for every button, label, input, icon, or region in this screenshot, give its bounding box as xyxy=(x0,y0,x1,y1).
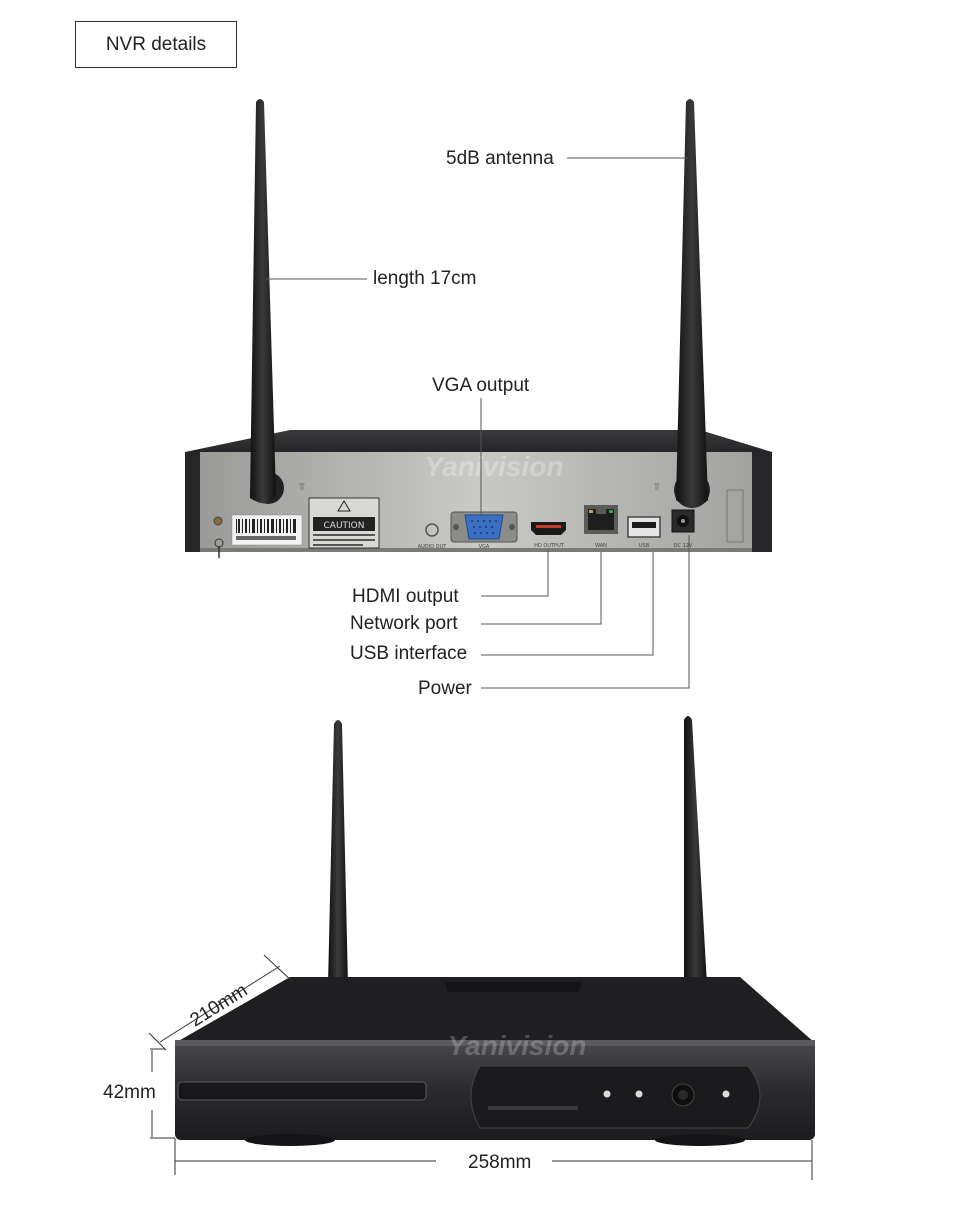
network-callout: Network port xyxy=(350,613,458,634)
nvr-back-view: CAUTION AUDIO OUT VGA HD OUTPUT xyxy=(185,99,772,558)
led-2 xyxy=(635,1090,643,1098)
power-callout: Power xyxy=(418,678,472,699)
nvr-front-view: Yanivision xyxy=(175,716,815,1146)
page-title: NVR details xyxy=(75,21,237,68)
svg-text:⫪: ⫪ xyxy=(653,482,660,493)
watermark: Yanivision xyxy=(424,451,563,482)
caution-label: CAUTION xyxy=(308,497,380,549)
svg-text:WAN: WAN xyxy=(595,543,607,549)
right-antenna xyxy=(674,99,710,508)
audio-out-jack xyxy=(425,523,439,537)
hdmi-port: HD OUTPUT xyxy=(531,522,566,549)
usb-port: USB xyxy=(627,516,661,549)
network-port: WAN xyxy=(584,505,618,549)
led-3 xyxy=(722,1090,730,1098)
length-callout: length 17cm xyxy=(373,268,477,289)
svg-text:HD OUTPUT: HD OUTPUT xyxy=(534,543,565,549)
vga-port: VGA xyxy=(450,511,518,550)
height-dimension-label: 42mm xyxy=(103,1082,156,1103)
vga-callout: VGA output xyxy=(432,375,530,396)
usb-callout: USB interface xyxy=(350,643,468,664)
svg-text:AUDIO OUT: AUDIO OUT xyxy=(418,544,448,550)
caution-text: CAUTION xyxy=(324,521,365,531)
width-dimension-label: 258mm xyxy=(468,1152,532,1173)
led-1 xyxy=(603,1090,611,1098)
dimension-lines xyxy=(148,954,813,1180)
svg-text:VGA: VGA xyxy=(479,544,490,550)
svg-text:USB: USB xyxy=(639,543,650,549)
callout-lines xyxy=(266,157,690,689)
power-jack: DC 12V xyxy=(671,509,695,549)
svg-text:Yanivision: Yanivision xyxy=(447,1030,586,1061)
antenna-callout: 5dB antenna xyxy=(446,148,554,169)
svg-text:DC 12V: DC 12V xyxy=(674,543,693,549)
hdmi-callout: HDMI output xyxy=(352,586,459,607)
svg-text:⫪: ⫪ xyxy=(298,482,305,493)
left-antenna xyxy=(250,99,284,504)
